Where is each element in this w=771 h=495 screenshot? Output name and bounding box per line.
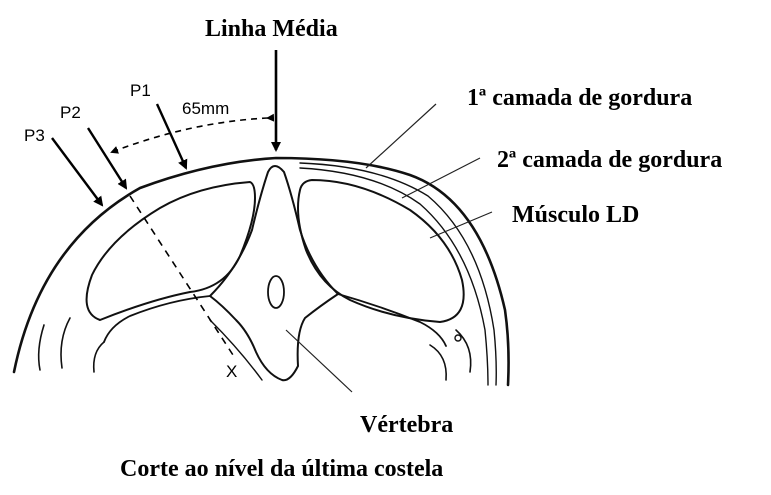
muscle-label: Músculo LD (512, 203, 639, 227)
p2-label: P2 (60, 103, 81, 122)
right-rib-dot (455, 335, 461, 341)
right-muscle-outline (298, 180, 464, 322)
p3-label: P3 (24, 126, 45, 145)
right-rib-1 (430, 345, 446, 380)
left-muscle-outline (87, 182, 255, 320)
x-mark: X (226, 362, 237, 381)
fat-layer-2-label: 2ª camada de gordura (497, 148, 722, 172)
fat-layer-1-line (300, 163, 496, 385)
p2-dashed-line (130, 196, 233, 355)
left-rib-3 (94, 342, 104, 372)
leader-camada1 (366, 104, 436, 168)
left-rib-2 (61, 318, 70, 368)
midline-label: Linha Média (205, 17, 338, 41)
p2-arrow (88, 128, 126, 188)
left-transverse-process (104, 296, 210, 342)
distance-label: 65mm (182, 99, 229, 118)
distance-65mm-arc (112, 118, 268, 152)
leader-vertebra (286, 330, 352, 392)
p1-label: P1 (130, 81, 151, 100)
vertebral-canal (268, 276, 284, 308)
p3-arrow (52, 138, 102, 205)
vertebra-label: Vértebra (360, 413, 453, 437)
right-rib-2 (456, 330, 471, 372)
fat-layer-1-label: 1ª camada de gordura (467, 86, 692, 110)
caption: Corte ao nível da última costela (120, 457, 443, 481)
left-rib-1 (39, 325, 44, 370)
